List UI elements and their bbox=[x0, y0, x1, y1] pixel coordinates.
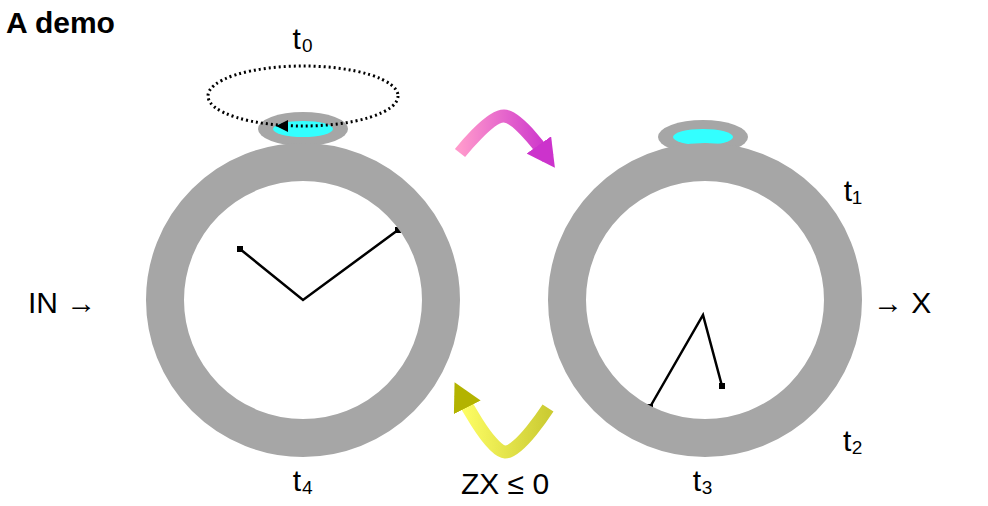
time-label: t₀ bbox=[293, 22, 314, 55]
condition-label: ZX ≤ 0 bbox=[458, 467, 552, 500]
signal-label: IN → bbox=[28, 286, 96, 319]
time-label: t₁ bbox=[844, 174, 862, 207]
hand-tip bbox=[237, 246, 243, 252]
clock-ring: t₁t₂t₃ bbox=[548, 143, 862, 457]
rotation-arrowhead bbox=[276, 120, 288, 132]
ring bbox=[567, 162, 843, 438]
ring bbox=[165, 162, 441, 438]
time-label: t₃ bbox=[693, 464, 714, 497]
time-label: t₄ bbox=[293, 464, 314, 497]
crown-face bbox=[273, 121, 333, 137]
clock-hands bbox=[650, 315, 722, 407]
crown-face bbox=[673, 129, 733, 145]
clock-hands bbox=[240, 230, 398, 300]
rotation-path bbox=[208, 66, 398, 126]
time-label: t₂ bbox=[843, 424, 863, 457]
ring-outline bbox=[146, 143, 460, 457]
clock-ring: t₀t₄ bbox=[146, 143, 460, 457]
crown bbox=[258, 112, 348, 146]
curved-arrow bbox=[460, 116, 548, 158]
title: A demo bbox=[6, 6, 115, 39]
ring-outline bbox=[548, 143, 862, 457]
signal-label: → X bbox=[873, 286, 931, 319]
hand-tip bbox=[719, 383, 725, 389]
curved-arrow bbox=[460, 393, 548, 452]
